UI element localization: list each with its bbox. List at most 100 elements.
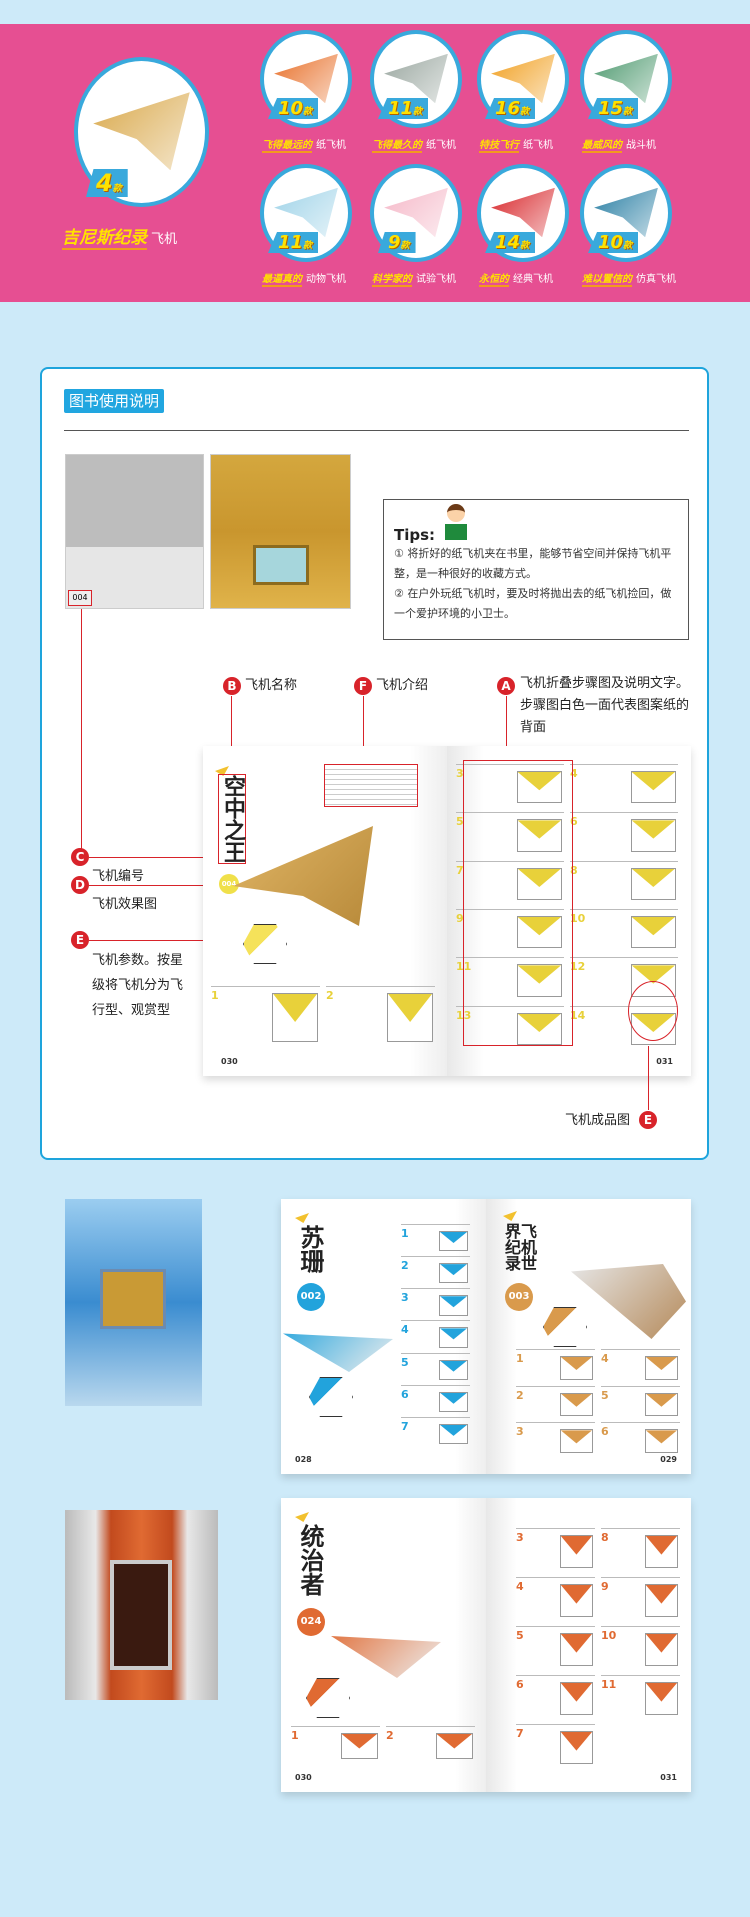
divider — [64, 430, 689, 431]
category-suffix: 经典飞机 — [513, 274, 553, 285]
paper-plane-icon — [503, 1211, 517, 1221]
plane-category-label: 飞得最远的纸飞机 — [262, 136, 346, 153]
step-diagram — [439, 1263, 468, 1284]
step-number: 11 — [601, 1678, 617, 1691]
step-number: 5 — [456, 815, 464, 829]
category-suffix: 纸飞机 — [316, 140, 346, 151]
step-diagram — [435, 1733, 473, 1760]
count: 10 — [278, 98, 304, 119]
finished-plane-highlight — [628, 981, 678, 1041]
folded-paper — [560, 1683, 592, 1702]
count-unit: 款 — [303, 107, 313, 117]
callout-f-marker: F — [354, 677, 372, 695]
plane-image — [274, 187, 338, 238]
count: 16 — [495, 98, 521, 119]
count-badge: 14款 — [485, 232, 536, 253]
folding-step: 2 — [401, 1256, 470, 1284]
callout-f-label: 飞机介绍 — [376, 678, 429, 693]
step-number: 10 — [601, 1629, 617, 1642]
step-number: 1 — [516, 1352, 524, 1365]
folding-step: 4 — [516, 1577, 595, 1622]
folded-paper — [560, 1585, 592, 1604]
callout-c-hline — [89, 857, 244, 858]
step-diagram — [559, 1429, 593, 1454]
folded-paper — [388, 994, 432, 1023]
count-unit: 款 — [303, 241, 313, 251]
plane-name: 飞机世界纪录 — [502, 1223, 537, 1271]
step-diagram — [516, 867, 562, 901]
step-diagram — [439, 1423, 468, 1445]
folded-paper — [631, 868, 675, 887]
folding-step: 1 — [291, 1726, 380, 1762]
example-paper-blue — [65, 1199, 202, 1406]
folding-step: 3 — [516, 1528, 595, 1573]
callout-a-line — [506, 696, 507, 768]
cockpit-graphic — [253, 545, 309, 585]
count-unit: 款 — [413, 107, 423, 117]
step-number: 4 — [601, 1352, 609, 1365]
count: 15 — [598, 98, 624, 119]
callout-e2-marker: E — [639, 1111, 657, 1129]
page-number-left: 028 — [295, 1455, 312, 1464]
category-highlight: 吉尼斯纪录 — [62, 228, 147, 250]
step-diagram — [644, 1392, 678, 1417]
folding-step: 3 — [401, 1288, 470, 1316]
folded-paper — [440, 1392, 467, 1404]
plane-number: 004 — [219, 874, 239, 894]
folded-paper — [436, 1734, 472, 1749]
callout-d-label: 飞机效果图 — [92, 897, 158, 912]
step-number: 1 — [211, 989, 219, 1002]
folded-paper — [631, 772, 675, 791]
category-highlight: 永恒的 — [479, 274, 509, 287]
step-diagram — [559, 1633, 593, 1666]
plane-category-label: 永恒的经典飞机 — [479, 270, 553, 287]
category-suffix: 仿真飞机 — [636, 274, 676, 285]
folding-step: 4 — [570, 764, 678, 808]
example-paper-orange — [65, 1510, 218, 1700]
step-diagram — [439, 1359, 468, 1380]
tip-2: ② 在户外玩纸飞机时，要及时将抛出去的纸飞机捡回，做一个爱护环境的小卫士。 — [394, 587, 672, 620]
folding-step: 11 — [601, 1675, 680, 1720]
step-diagram — [644, 1356, 678, 1380]
folding-step: 4 — [401, 1320, 470, 1348]
step-number: 3 — [516, 1531, 524, 1544]
folding-step: 5 — [601, 1385, 680, 1419]
step-number: 9 — [601, 1580, 609, 1593]
cockpit-graphic — [110, 1560, 172, 1670]
step-diagram — [644, 1584, 678, 1617]
step-number: 8 — [570, 863, 578, 877]
count: 4 — [96, 169, 113, 197]
folding-step: 1 — [516, 1349, 595, 1382]
step-number: 5 — [516, 1629, 524, 1642]
step-diagram — [559, 1392, 593, 1417]
step-number: 6 — [516, 1678, 524, 1691]
category-suffix: 战斗机 — [626, 140, 656, 151]
plane-image — [491, 53, 555, 104]
folded-paper — [645, 1430, 677, 1444]
count-unit: 款 — [112, 184, 122, 194]
plane-category-label: 特技飞行纸飞机 — [479, 136, 553, 153]
callout-e2-label: 飞机成品图 — [565, 1113, 631, 1128]
count-badge: 4款 — [86, 169, 128, 197]
step-number: 2 — [401, 1259, 409, 1273]
count-badge: 10款 — [268, 98, 319, 119]
folded-paper — [645, 1393, 677, 1407]
plane-image — [274, 53, 338, 104]
step-diagram — [559, 1535, 593, 1568]
callout-b-line — [231, 696, 232, 762]
folded-paper — [645, 1585, 677, 1604]
folding-step: 2 — [326, 986, 435, 1052]
steps-highlight-box — [463, 760, 573, 1046]
category-suffix: 纸飞机 — [523, 140, 553, 151]
plane-name: 苏珊 — [296, 1225, 324, 1273]
folded-paper — [560, 1536, 592, 1555]
count-badge: 16款 — [485, 98, 536, 119]
cockpit-graphic — [100, 1269, 166, 1329]
plane-image — [594, 187, 658, 238]
paper-plane-icon — [295, 1512, 309, 1522]
